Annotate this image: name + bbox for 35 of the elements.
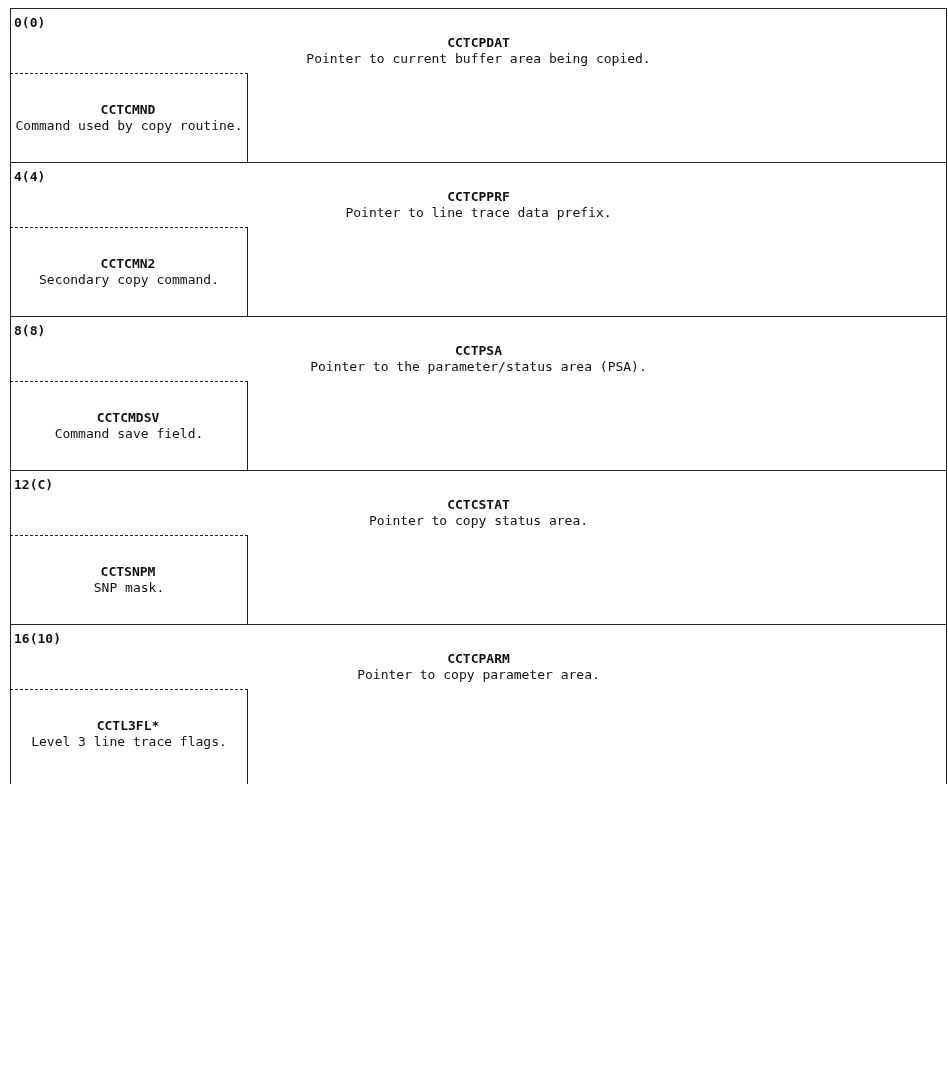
- subfield-box: [9, 381, 248, 470]
- field-description: Pointer to current buffer area being copied.: [305, 51, 652, 66]
- field-description: Level 3 line trace flags.: [30, 734, 228, 749]
- field-name: CCTL3FL*: [95, 718, 161, 733]
- field-description: Pointer to the parameter/status area (PSA).: [309, 359, 648, 374]
- field-description: Pointer to copy status area.: [367, 513, 590, 528]
- offset-label: 0(0): [14, 15, 46, 30]
- field-name: CCTSNPM: [99, 564, 157, 579]
- subfield-box: [9, 227, 248, 316]
- field-description: Secondary copy command.: [38, 272, 220, 287]
- field-name: CCTCPPRF: [446, 189, 511, 204]
- field-description: Pointer to copy parameter area.: [356, 667, 601, 682]
- field-description: Pointer to line trace data prefix.: [344, 205, 613, 220]
- offset-label: 4(4): [14, 169, 46, 184]
- field-row: [10, 8, 947, 162]
- offset-label: 16(10): [14, 631, 61, 646]
- field-description: SNP mask.: [92, 580, 166, 595]
- field-name: CCTCMN2: [99, 256, 157, 271]
- field-name: CCTCPDAT: [446, 35, 511, 50]
- offset-label: 12(C): [14, 477, 54, 492]
- field-row: [10, 470, 947, 624]
- field-description: Command used by copy routine.: [15, 118, 243, 133]
- subfield-box: [9, 73, 248, 162]
- field-row: [10, 624, 947, 784]
- offset-label: 8(8): [14, 323, 46, 338]
- field-name: CCTCSTAT: [446, 497, 511, 512]
- field-description: Command save field.: [53, 426, 205, 441]
- field-name: CCTCMND: [99, 102, 157, 117]
- field-name: CCTCPARM: [446, 651, 511, 666]
- field-row: [10, 316, 947, 470]
- subfield-box: [9, 689, 248, 784]
- subfield-box: [9, 535, 248, 624]
- field-name: CCTCMDSV: [95, 410, 161, 425]
- field-name: CCTPSA: [454, 343, 503, 358]
- field-row: [10, 162, 947, 316]
